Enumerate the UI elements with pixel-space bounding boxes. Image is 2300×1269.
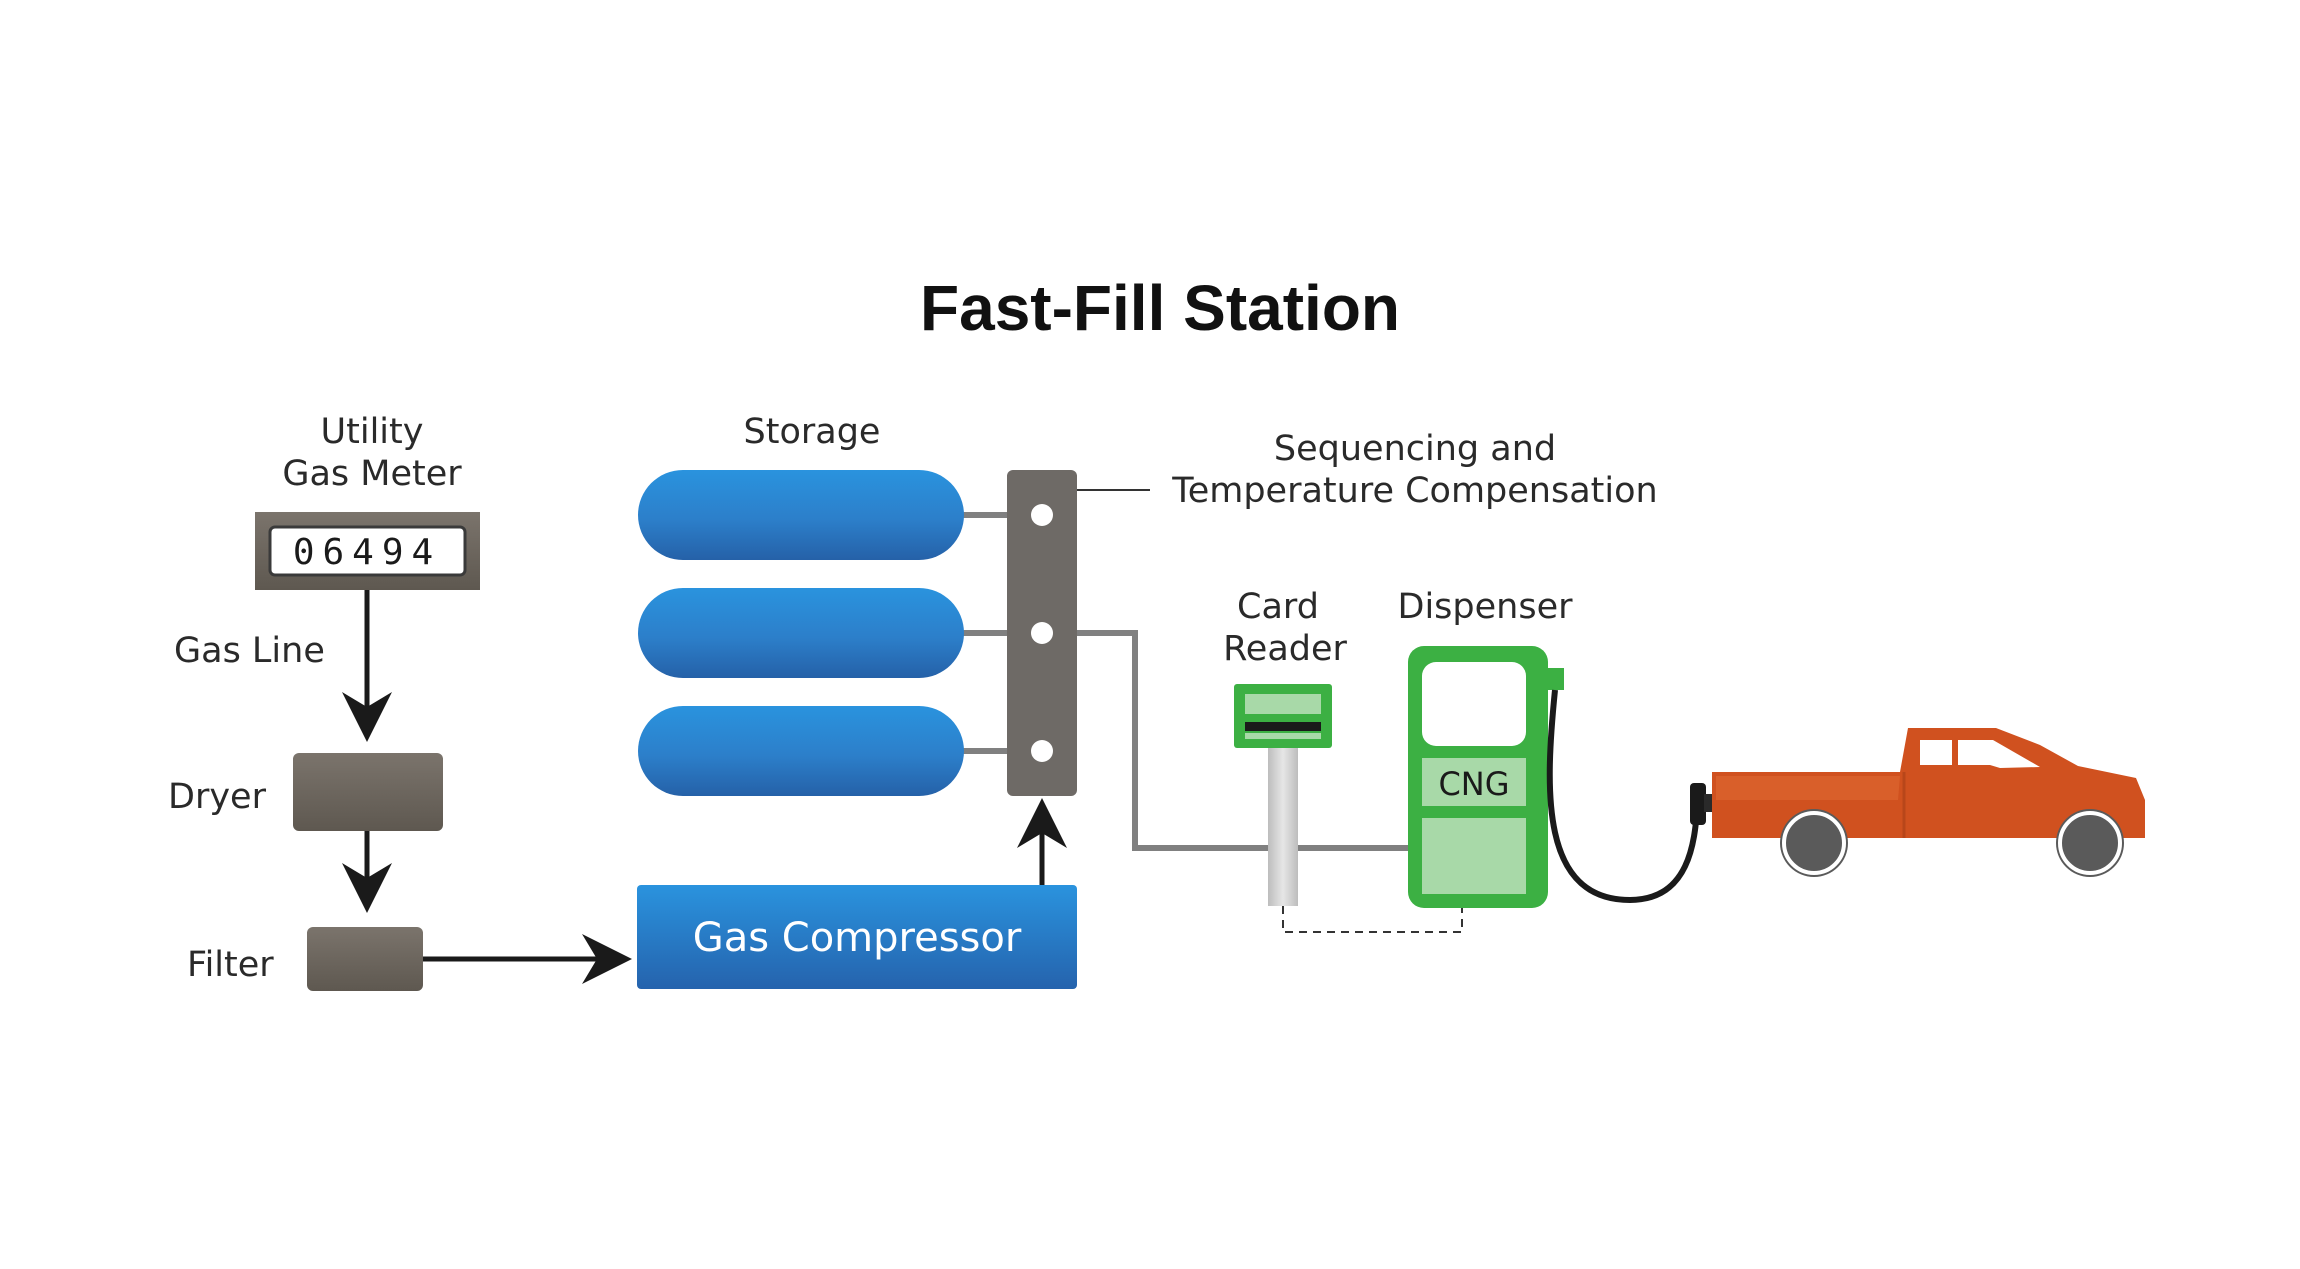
manifold-port-3 (1031, 740, 1053, 762)
gas-line-label: Gas Line (174, 631, 325, 671)
storage-label: Storage (744, 412, 881, 452)
storage-tank-3 (638, 706, 964, 796)
dryer-label: Dryer (168, 777, 267, 817)
dryer-box (293, 753, 443, 831)
card-reader (1234, 684, 1332, 906)
dispenser-label: Dispenser (1398, 587, 1574, 627)
filter-label: Filter (187, 945, 274, 985)
pickup-truck (1712, 728, 2145, 877)
card-reader-link (1282, 906, 1463, 933)
utility-gas-meter: 06494 (255, 512, 480, 590)
meter-label-line2: Gas Meter (282, 454, 462, 494)
manifold-port-2 (1031, 622, 1053, 644)
dispenser: CNG (1408, 646, 1564, 908)
filter-box (307, 927, 423, 991)
manifold-port-1 (1031, 504, 1053, 526)
card-reader-label-line1: Card (1237, 587, 1319, 627)
sequencing-label-line2: Temperature Compensation (1171, 471, 1657, 511)
gas-compressor-box (637, 885, 1077, 989)
gas-compressor-label: Gas Compressor (693, 915, 1022, 961)
sequencing-panel (1007, 470, 1077, 796)
fuel-hose (1546, 689, 1701, 904)
storage-pipes (962, 512, 1010, 754)
storage-tank-1 (638, 470, 964, 560)
page-title: Fast-Fill Station (920, 272, 1400, 344)
storage-tank-2 (638, 588, 964, 678)
truck-window (1920, 740, 2040, 768)
card-reader-label-line2: Reader (1223, 629, 1347, 669)
cng-label: CNG (1438, 765, 1509, 803)
meter-label-line1: Utility (321, 412, 424, 452)
meter-reading: 06494 (293, 532, 441, 573)
sequencing-label-line1: Sequencing and (1274, 429, 1556, 469)
